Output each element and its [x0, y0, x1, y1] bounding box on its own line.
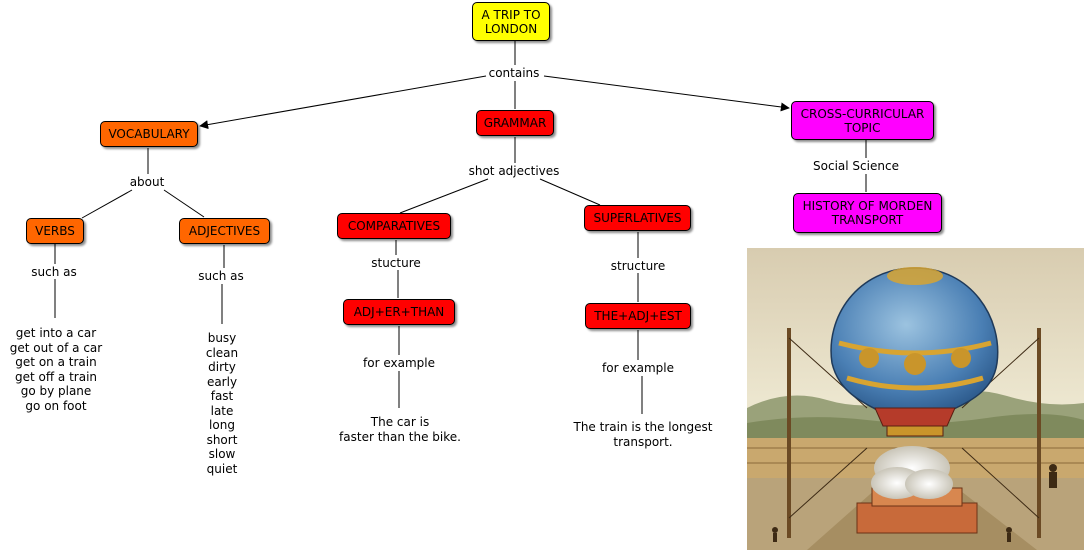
grammar-node[interactable]: GRAMMAR: [476, 110, 554, 136]
edge-shot-comparatives: [399, 178, 489, 214]
link-superlatives-structure: structure: [608, 259, 668, 273]
comparative-example-sentence: The car is faster than the bike.: [339, 415, 461, 444]
link-comparatives-example: for example: [361, 356, 437, 370]
link-comparatives-structure: stucture: [369, 256, 423, 270]
superlative-example-sentence: The train is the longest transport.: [573, 420, 713, 449]
link-shot-adjectives: shot adjectives: [466, 164, 562, 178]
link-adjectives-such-as: such as: [196, 269, 246, 283]
verbs-node[interactable]: VERBS: [26, 218, 84, 244]
hot-air-balloon-illustration: [747, 248, 1084, 550]
link-social-science: Social Science: [811, 159, 901, 173]
adjective-examples-list: busy clean dirty early fast late long sh…: [205, 331, 239, 476]
link-verbs-such-as: such as: [29, 265, 79, 279]
link-superlatives-example: for example: [600, 361, 676, 375]
adj-er-than-node[interactable]: ADJ+ER+THAN: [343, 299, 455, 325]
edge-about-adjectives: [163, 189, 205, 218]
edge-shot-superlatives: [539, 178, 601, 206]
root-node[interactable]: A TRIP TO LONDON: [472, 2, 550, 41]
edge-contains-cross: [543, 75, 790, 112]
comparatives-node[interactable]: COMPARATIVES: [337, 213, 451, 239]
edge-about-verbs: [81, 189, 133, 219]
history-node[interactable]: HISTORY OF MORDEN TRANSPORT: [793, 193, 942, 233]
adjectives-node[interactable]: ADJECTIVES: [179, 218, 270, 244]
link-about: about: [127, 175, 167, 189]
cross-curricular-node[interactable]: CROSS-CURRICULAR TOPIC: [791, 101, 934, 140]
edge-contains-vocabulary: [199, 75, 487, 130]
the-adj-est-node[interactable]: THE+ADJ+EST: [585, 303, 691, 329]
verb-examples-list: get into a car get out of a car get on a…: [9, 326, 103, 413]
superlatives-node[interactable]: SUPERLATIVES: [584, 205, 691, 231]
link-contains: contains: [486, 66, 542, 80]
vocabulary-node[interactable]: VOCABULARY: [100, 121, 198, 147]
